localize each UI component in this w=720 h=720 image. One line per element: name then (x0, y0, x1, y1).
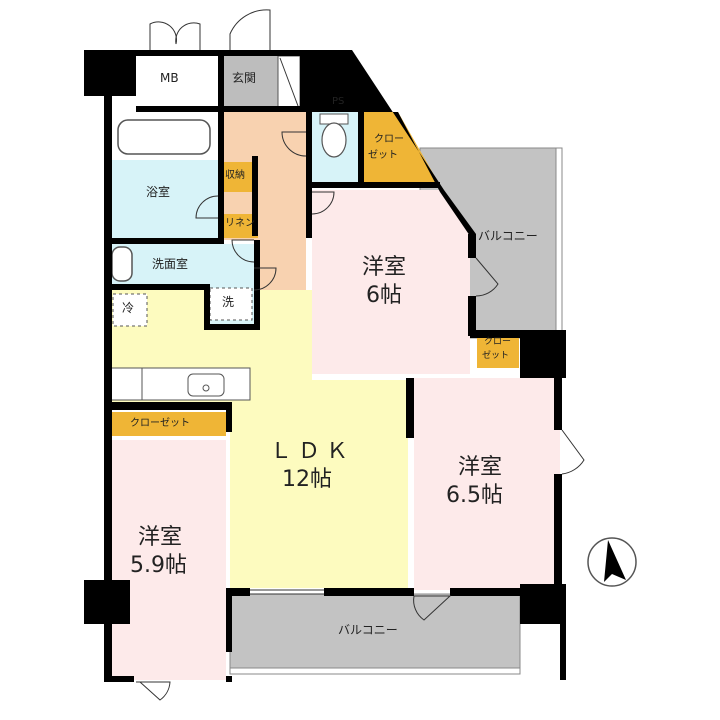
closet-right (477, 336, 519, 368)
room-6-jou (312, 190, 470, 374)
room2-name: 洋室 (458, 455, 503, 480)
ldk-name: ＬＤＫ (270, 439, 355, 464)
room-5-9-jou (110, 440, 226, 680)
balcony-south (229, 593, 521, 675)
washer-label: 洗 (222, 295, 235, 309)
room-6-5-jou (414, 378, 560, 590)
closet-top-label-2: ゼット (368, 150, 398, 161)
doors (136, 9, 585, 701)
walls (84, 50, 566, 682)
room3-name: 洋室 (138, 525, 183, 550)
washroom (110, 244, 256, 286)
closet-top (364, 112, 438, 182)
ldk-size: 12帖 (282, 467, 332, 492)
room3-size: 5.9帖 (130, 553, 187, 578)
north-arrow-icon (587, 537, 637, 587)
kitchen-counter (109, 367, 251, 401)
bath-label: 浴室 (146, 185, 171, 199)
balcony-east-label: バルコニー (478, 229, 538, 243)
genkan-label: 玄関 (232, 71, 257, 85)
room1-size: 6帖 (366, 283, 402, 308)
ps-label: PS (332, 96, 345, 107)
balcony-south-label: バルコニー (338, 623, 398, 637)
linen-label: リネン (225, 218, 255, 229)
hallway (224, 112, 306, 290)
fridge-label: 冷 (122, 301, 135, 315)
mb-label: MB (160, 71, 179, 85)
storage-label: 収納 (225, 170, 245, 181)
washroom-label: 洗面室 (152, 257, 189, 271)
room2-size: 6.5帖 (446, 483, 503, 508)
closet-left-label: クローゼット (130, 418, 190, 429)
closet-top-label-1: クロー (374, 134, 404, 145)
closet-right-label-2: ゼット (482, 351, 510, 361)
closet-right-label-1: クロー (484, 337, 512, 347)
mb-room (137, 56, 219, 106)
genkan (224, 56, 278, 106)
closet-left (110, 412, 226, 436)
ldk (110, 290, 408, 588)
room1-name: 洋室 (362, 255, 407, 280)
